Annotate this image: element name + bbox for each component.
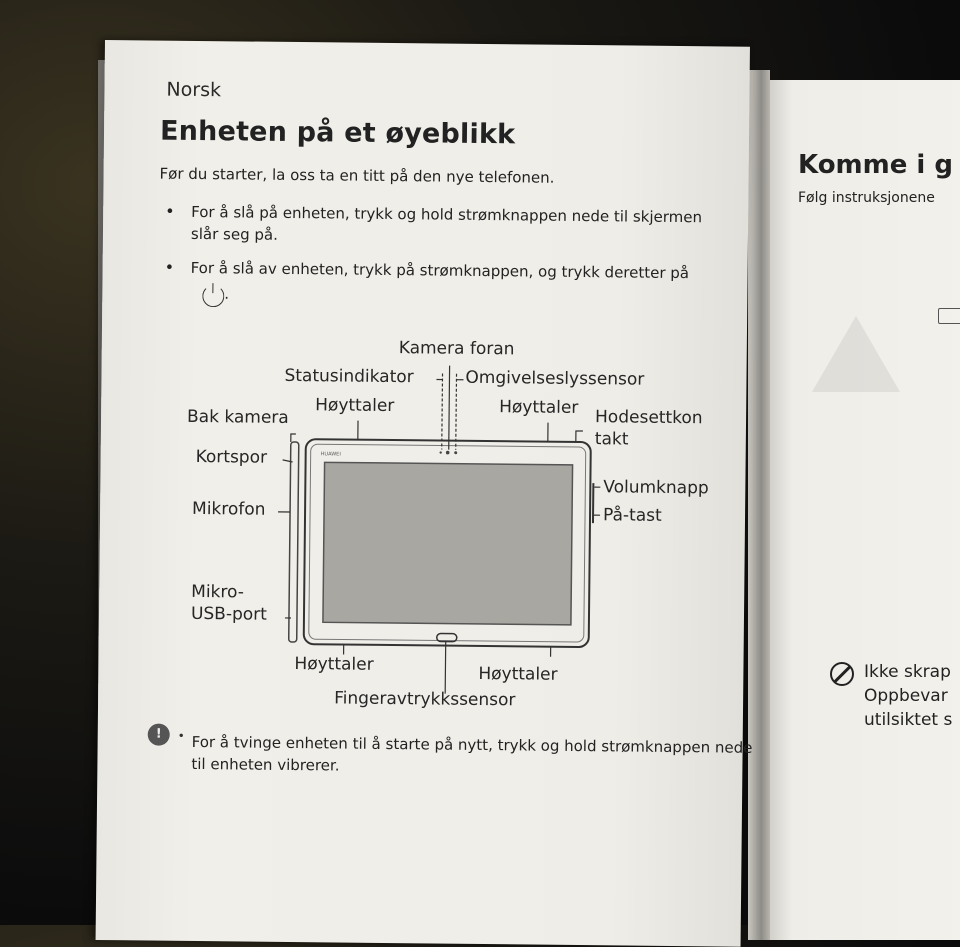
brand-mark: HUAWEI xyxy=(321,451,341,457)
label-speaker-bottom-right: Høyttaler xyxy=(478,664,557,685)
label-card-slot: Kortspor xyxy=(196,447,268,468)
label-front-camera: Kamera foran xyxy=(399,338,515,359)
tablet-side-edge xyxy=(289,442,299,642)
book-gutter xyxy=(748,70,770,940)
bleed-through-triangle xyxy=(812,316,900,392)
right-page: Komme i g Følg instruksjonene Ikke skrap… xyxy=(768,80,960,940)
note-bullet: • xyxy=(178,729,185,743)
note-text: For å tvinge enheten til å starte på nyt… xyxy=(191,731,761,781)
sim-tray-icon xyxy=(938,308,960,324)
label-speaker-bottom-left: Høyttaler xyxy=(294,654,373,675)
label-rear-camera: Bak kamera xyxy=(187,407,289,428)
status-dot xyxy=(439,451,441,453)
label-speaker-top-left: Høyttaler xyxy=(315,395,394,416)
tablet-screen xyxy=(323,462,573,625)
label-volume-button: Volumknapp xyxy=(603,477,709,498)
left-page: Norsk Enheten på et øyeblikk Før du star… xyxy=(96,40,750,947)
prohibited-icon xyxy=(830,662,854,686)
label-status-indicator: Statusindikator xyxy=(284,366,413,387)
label-speaker-top-right: Høyttaler xyxy=(499,397,578,418)
label-micro-usb-port: Mikro- USB-port xyxy=(191,581,267,626)
warning-line-3: utilsiktet s xyxy=(864,708,952,732)
info-icon: ! xyxy=(148,723,170,745)
right-page-subtitle: Følg instruksjonene xyxy=(798,190,935,206)
right-page-title: Komme i g xyxy=(798,150,953,180)
warning-line-2: Oppbevar xyxy=(864,684,952,708)
label-headset-jack: Hodesettkon takt xyxy=(595,406,703,451)
right-page-warning: Ikke skrap Oppbevar utilsiktet s xyxy=(864,660,952,732)
label-power-key: På-tast xyxy=(603,505,662,526)
front-camera-dot xyxy=(446,451,450,455)
label-ambient-light-sensor: Omgivelseslyssensor xyxy=(465,368,644,390)
label-microphone: Mikrofon xyxy=(192,499,266,520)
warning-line-1: Ikke skrap xyxy=(864,660,952,684)
label-fingerprint-sensor: Fingeravtrykkssensor xyxy=(334,688,516,710)
sensor-dot xyxy=(454,451,457,454)
